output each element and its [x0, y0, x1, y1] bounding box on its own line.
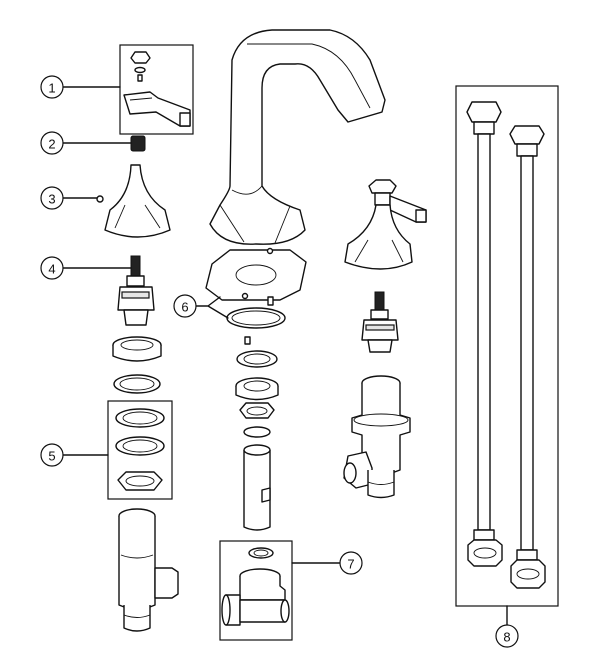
- right-flange: [344, 204, 413, 270]
- part-2-stem-adapter: [130, 135, 146, 152]
- callout-4: 4: [40, 256, 64, 280]
- callout-3: 3: [40, 186, 64, 210]
- svg-text:2: 2: [48, 137, 55, 152]
- callout-1: 1: [40, 75, 64, 99]
- part-6-gasket-ring: [195, 296, 286, 329]
- svg-text:7: 7: [347, 557, 354, 572]
- leader-lines: [62, 86, 508, 626]
- part-5-washer-inset: [107, 400, 173, 500]
- svg-text:6: 6: [181, 300, 188, 315]
- callout-5: 5: [40, 443, 64, 467]
- callout-6: 6: [173, 294, 197, 318]
- part-4-cartridge-left: [117, 255, 155, 326]
- svg-text:5: 5: [48, 449, 55, 464]
- part-7-tee-inset: [219, 540, 293, 641]
- callout-8: 8: [495, 624, 519, 648]
- spout: [209, 29, 386, 245]
- spout-gasket-plate: [205, 247, 307, 301]
- center-stack: [235, 336, 279, 531]
- left-ring-stack: [112, 336, 162, 394]
- part-3-flange-left: [96, 164, 171, 238]
- right-cartridge: [361, 291, 399, 353]
- right-valve-body: [343, 375, 411, 499]
- left-valve-body: [118, 508, 179, 632]
- svg-text:4: 4: [48, 262, 55, 277]
- callout-7: 7: [339, 551, 363, 575]
- right-handle: [368, 179, 427, 223]
- svg-text:3: 3: [48, 192, 55, 207]
- callout-2: 2: [40, 131, 64, 155]
- part-8-hoses-inset: [455, 85, 559, 607]
- part-1-handle-inset: [119, 44, 194, 135]
- svg-text:1: 1: [48, 81, 55, 96]
- svg-text:8: 8: [503, 630, 510, 645]
